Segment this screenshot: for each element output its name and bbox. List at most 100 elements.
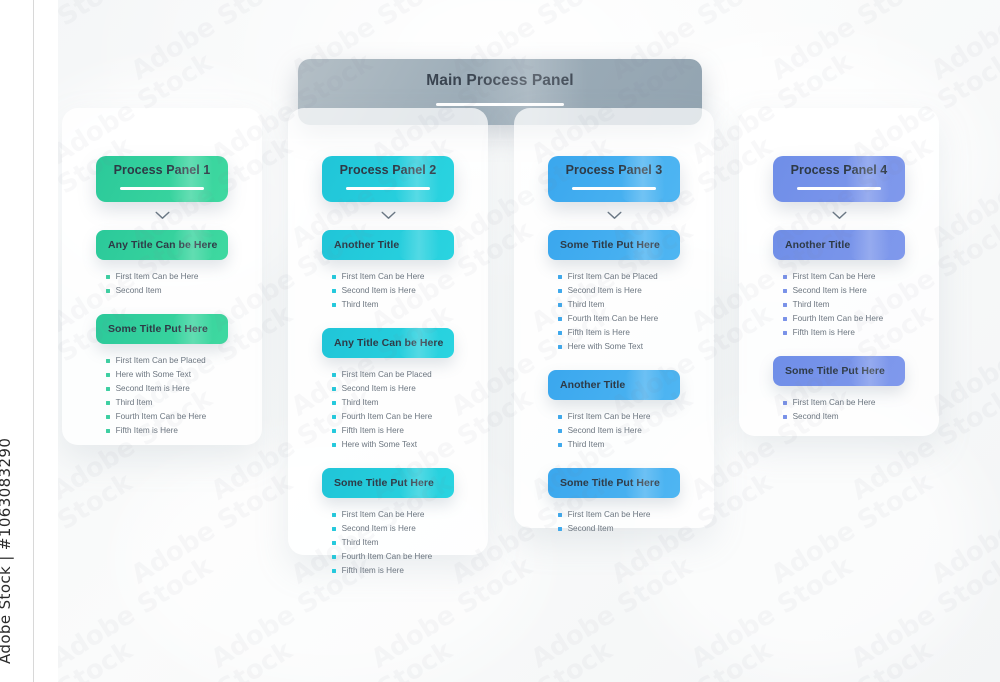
bullet-icon — [558, 527, 562, 531]
section-title: Some Title Put Here — [785, 365, 885, 377]
list-item-label: First Item Can be Here — [341, 272, 425, 281]
bullet-icon — [558, 331, 562, 335]
chevron-down-icon[interactable] — [96, 202, 228, 228]
watermark-tile: Adobe Stock — [126, 467, 298, 591]
section-header[interactable]: Another Title — [773, 230, 905, 260]
list-item-label: Second Item is Here — [341, 524, 416, 533]
list-item-label: Second Item is Here — [341, 384, 416, 393]
bullet-icon — [783, 303, 787, 307]
bullet-icon — [332, 513, 336, 517]
section-header[interactable]: Another Title — [322, 230, 454, 260]
main-panel-underline — [436, 102, 564, 107]
watermark-tile: Adobe Stock — [766, 0, 938, 87]
section-header[interactable]: Some Title Put Here — [96, 314, 228, 344]
list-item: First Item Can be Here — [783, 396, 905, 410]
section-spacer — [322, 452, 454, 466]
watermark-tile: Adobe Stock — [926, 468, 1000, 591]
section-title: Any Title Can be Here — [334, 337, 444, 349]
panel-header-3[interactable]: Process Panel 3 — [548, 156, 680, 202]
list-item-label: Second Item is Here — [567, 426, 642, 435]
bullet-icon — [332, 569, 336, 573]
chevron-down-icon[interactable] — [322, 202, 454, 228]
panel-header-4[interactable]: Process Panel 4 — [773, 156, 905, 202]
watermark-tile: Adobe Stock — [606, 636, 778, 682]
bullet-icon — [783, 275, 787, 279]
bullet-icon — [106, 275, 110, 279]
watermark-tile: Adobe Stock — [286, 636, 458, 682]
section-header[interactable]: Another Title — [548, 370, 680, 400]
list-item: Fourth Item Can be Here — [332, 410, 454, 424]
list-item-label: Fifth Item is Here — [341, 426, 404, 435]
section-gloss — [624, 230, 665, 260]
list-item: Second Item — [558, 522, 680, 536]
section-gloss — [849, 356, 890, 386]
bullet-icon — [332, 527, 336, 531]
bullet-icon — [106, 387, 110, 391]
list-item-label: First Item Can be Here — [792, 398, 876, 407]
section-header[interactable]: Some Title Put Here — [322, 468, 454, 498]
section-header[interactable]: Some Title Put Here — [773, 356, 905, 386]
panel-gloss — [845, 156, 890, 202]
section-header[interactable]: Some Title Put Here — [548, 230, 680, 260]
panel-header-title: Process Panel 2 — [339, 163, 437, 177]
list-item-label: Third Item — [567, 440, 605, 449]
list-item-label: First Item Can be Here — [115, 272, 199, 281]
list-item: First Item Can be Here — [332, 270, 454, 284]
list-item-label: Second Item — [115, 286, 162, 295]
section-header[interactable]: Some Title Put Here — [548, 468, 680, 498]
list-item: Third Item — [332, 396, 454, 410]
panel-gloss — [620, 156, 665, 202]
section-header[interactable]: Any Title Can be Here — [96, 230, 228, 260]
bullet-icon — [106, 289, 110, 293]
list-item-label: First Item Can be Here — [567, 510, 651, 519]
list-item: Second Item is Here — [332, 522, 454, 536]
watermark-tile: Adobe Stock — [126, 0, 298, 87]
list-item: First Item Can be Here — [332, 508, 454, 522]
list-item: First Item Can be Here — [558, 508, 680, 522]
list-item: Second Item is Here — [783, 284, 905, 298]
chevron-down-icon[interactable] — [773, 202, 905, 228]
list-item-label: Third Item — [115, 398, 153, 407]
list-item-label: First Item Can be Placed — [115, 356, 206, 365]
list-item: Fourth Item Can be Here — [558, 312, 680, 326]
chevron-down-icon[interactable] — [548, 202, 680, 228]
list-item: Third Item — [783, 298, 905, 312]
section-spacer — [322, 578, 454, 592]
list-item: Here with Some Text — [106, 368, 228, 382]
bullet-icon — [558, 275, 562, 279]
section-gloss — [172, 230, 213, 260]
list-item: First Item Can be Here — [558, 410, 680, 424]
panel-header-1[interactable]: Process Panel 1 — [96, 156, 228, 202]
list-item-label: First Item Can be Here — [792, 272, 876, 281]
bullet-icon — [332, 401, 336, 405]
list-item: Fifth Item is Here — [332, 424, 454, 438]
bullet-icon — [558, 443, 562, 447]
bullet-icon — [332, 443, 336, 447]
watermark-tile: Adobe Stock — [766, 636, 938, 682]
bullet-icon — [106, 415, 110, 419]
list-item-label: Here with Some Text — [567, 342, 643, 351]
section-header[interactable]: Any Title Can be Here — [322, 328, 454, 358]
panel-header-2[interactable]: Process Panel 2 — [322, 156, 454, 202]
bullet-icon — [783, 331, 787, 335]
list-item-label: Fifth Item is Here — [567, 328, 630, 337]
watermark-tile: Adobe Stock — [686, 551, 858, 675]
bullet-icon — [558, 345, 562, 349]
section-spacer — [96, 298, 228, 312]
list-item: Fourth Item Can be Here — [783, 312, 905, 326]
list-item-label: Third Item — [341, 398, 379, 407]
bullet-icon — [783, 317, 787, 321]
list-item: Second Item is Here — [332, 382, 454, 396]
bullet-icon — [332, 275, 336, 279]
list-item-label: Here with Some Text — [341, 440, 417, 449]
